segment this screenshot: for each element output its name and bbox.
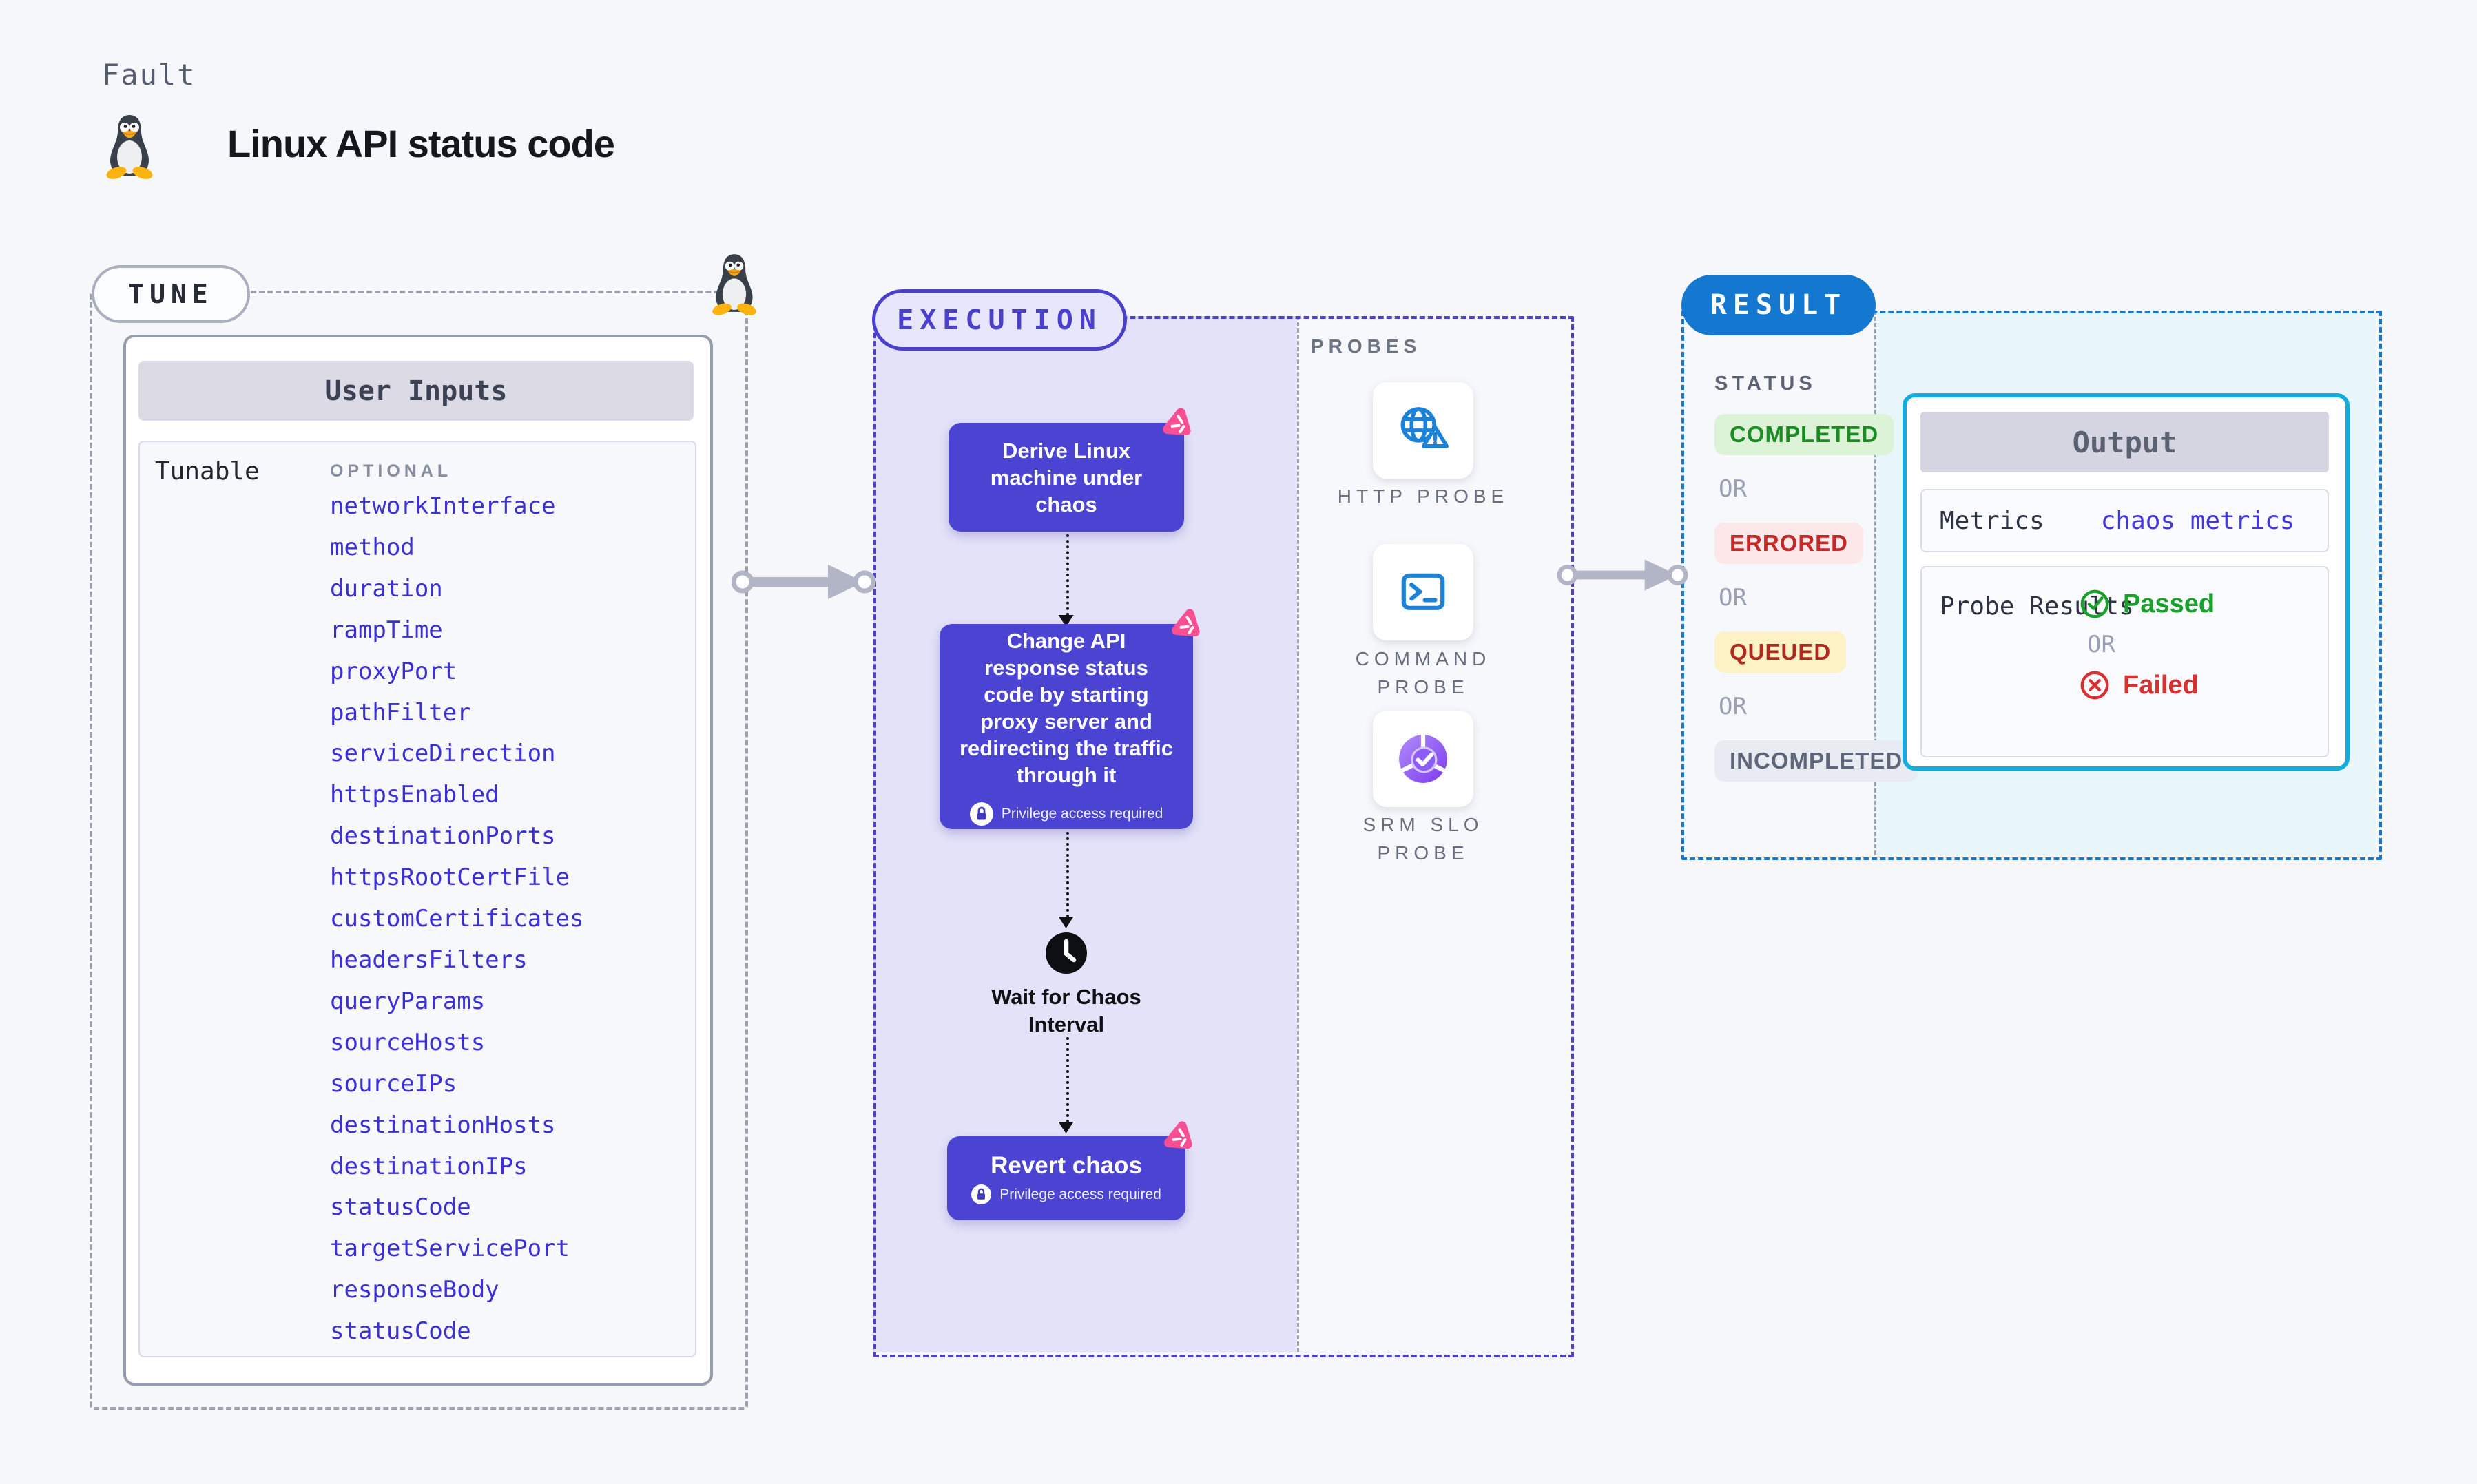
output-card: Output Metrics chaos metrics Probe Resul…	[1903, 393, 2350, 771]
or-separator: OR	[1719, 475, 1747, 503]
srm-slo-probe-card	[1373, 711, 1473, 807]
srm-slo-donut-icon	[1393, 729, 1453, 788]
tunable-parameter: customCertificates	[330, 905, 584, 933]
tunable-parameter: destinationHosts	[330, 1111, 556, 1139]
step-change-status-code: Change API response status code by start…	[940, 624, 1193, 829]
lock-icon	[971, 1184, 991, 1204]
execution-section-label: EXECUTION	[872, 289, 1127, 351]
globe-warning-icon	[1393, 401, 1453, 460]
or-separator: OR	[1719, 693, 1747, 720]
output-card-header: Output	[1920, 412, 2329, 472]
probes-panel-background	[1297, 316, 1568, 1352]
step-revert-chaos-label: Revert chaos	[991, 1152, 1142, 1179]
clock-icon	[1044, 931, 1088, 975]
metrics-value: chaos metrics	[2100, 506, 2295, 535]
status-badge-queued: QUEUED	[1714, 631, 1847, 673]
flow-connector	[1058, 832, 1074, 928]
flow-connector	[1058, 1037, 1074, 1133]
tunable-parameter: method	[330, 533, 415, 561]
tunable-parameter: queryParams	[330, 987, 486, 1015]
probe-results-row: Probe Results Passed OR Failed	[1920, 566, 2329, 757]
check-circle-icon	[2079, 588, 2111, 620]
metrics-label: Metrics	[1940, 506, 2044, 535]
execution-to-result-arrow	[1557, 553, 1688, 597]
chaos-icon	[1161, 1118, 1199, 1157]
user-inputs-card: User Inputs Tunable OPTIONAL networkInte…	[123, 335, 713, 1386]
tunable-parameter: proxyPort	[330, 657, 457, 685]
step-derive-machine-label: Derive Linux machine under chaos	[990, 438, 1143, 516]
probe-result-failed: Failed	[2079, 669, 2215, 701]
metrics-row: Metrics chaos metrics	[1920, 489, 2329, 552]
tunable-parameter: responseBody	[330, 1276, 499, 1304]
tunable-parameter: statusCode	[330, 1317, 471, 1346]
srm-slo-probe-label: SRM SLO PROBE	[1362, 814, 1484, 864]
tunable-parameter: targetServicePort	[330, 1235, 570, 1263]
probes-panel-label: PROBES	[1311, 335, 1422, 357]
tunable-parameter: httpsEnabled	[330, 781, 499, 809]
tunable-parameter: sourceIPs	[330, 1069, 457, 1098]
step-revert-chaos: Revert chaos Privilege access required	[947, 1136, 1185, 1220]
wait-step-label: Wait for Chaos Interval	[991, 985, 1141, 1036]
page-title: Linux API status code	[227, 122, 615, 165]
tunable-parameter: destinationPorts	[330, 822, 556, 850]
tunable-parameter: httpsRootCertFile	[330, 864, 570, 892]
chaos-icon	[1168, 606, 1207, 645]
user-inputs-header: User Inputs	[138, 361, 694, 421]
tunable-parameter: networkInterface	[330, 492, 556, 520]
chaos-icon	[1159, 405, 1198, 443]
linux-tux-icon-small	[708, 252, 760, 315]
tune-to-execution-arrow	[732, 560, 876, 604]
step-derive-machine: Derive Linux machine under chaos	[949, 423, 1184, 532]
flow-connector	[1058, 534, 1074, 627]
status-options: COMPLETED OR ERRORED OR QUEUED OR INCOMP…	[1714, 414, 1918, 782]
tune-section-label: TUNE	[92, 265, 250, 323]
tunable-parameter: pathFilter	[330, 698, 471, 727]
probe-results-values: Passed OR Failed	[2079, 588, 2215, 701]
optional-label: OPTIONAL	[330, 461, 453, 481]
linux-tux-icon	[101, 113, 158, 179]
status-badge-incompleted: INCOMPLETED	[1714, 740, 1918, 782]
probe-result-passed: Passed	[2079, 588, 2215, 620]
step-change-status-code-label: Change API response status code by start…	[959, 629, 1174, 787]
status-badge-completed: COMPLETED	[1714, 414, 1894, 455]
tunable-parameter: rampTime	[330, 616, 443, 644]
tunable-parameter: statusCode	[330, 1193, 471, 1222]
x-circle-icon	[2079, 669, 2111, 701]
or-separator: OR	[2087, 631, 2115, 658]
status-column-label: STATUS	[1714, 373, 1816, 395]
http-probe-card	[1373, 382, 1473, 479]
tunable-parameter: headersFilters	[330, 945, 528, 974]
http-probe-label: HTTP PROBE	[1337, 485, 1509, 507]
tunable-parameter: duration	[330, 574, 443, 603]
or-separator: OR	[1719, 584, 1747, 612]
tunable-parameter: destinationIPs	[330, 1152, 528, 1180]
status-badge-errored: ERRORED	[1714, 523, 1864, 564]
lock-icon	[970, 802, 993, 826]
tunables-list-panel: Tunable OPTIONAL networkInterface method d…	[138, 441, 696, 1357]
tune-section-frame	[90, 291, 748, 1410]
tunable-parameter: sourceHosts	[330, 1028, 486, 1056]
privilege-note: Privilege access required	[970, 802, 1163, 826]
tunable-parameter: serviceDirection	[330, 740, 556, 768]
tunable-row-label: Tunable	[155, 457, 260, 485]
command-probe-label: COMMAND PROBE	[1355, 648, 1491, 698]
result-section-label: RESULT	[1681, 275, 1876, 335]
terminal-icon	[1393, 563, 1453, 622]
fault-category-label: Fault	[102, 58, 196, 92]
privilege-note: Privilege access required	[971, 1184, 1161, 1204]
tunable-parameters-list: networkInterface method duration rampTime pr…	[330, 486, 583, 1352]
command-probe-card	[1373, 544, 1473, 640]
